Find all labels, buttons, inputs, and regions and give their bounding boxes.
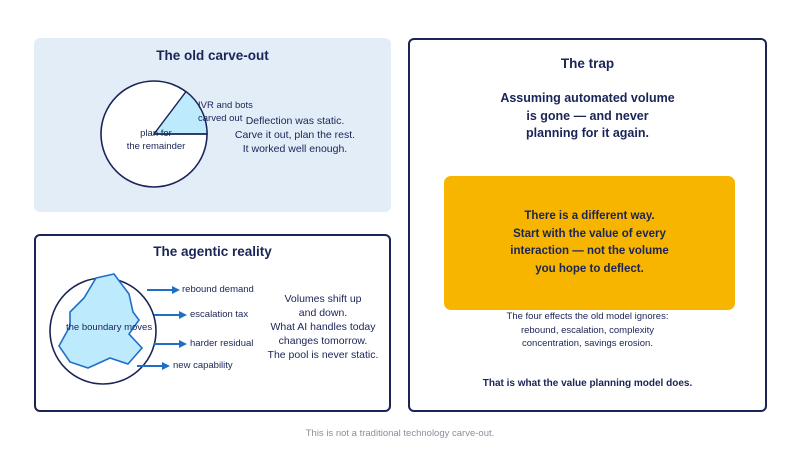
arrow-label-harder-residual: harder residual [190, 338, 254, 349]
effects-line-2: rebound, escalation, complexity [520, 324, 655, 336]
moving-boundary-blob [58, 273, 144, 369]
arrow-label-new-capability: new capability [173, 360, 233, 371]
agentic-body-line-1: Volumes shift up [284, 293, 362, 305]
blob-label: the boundary moves [66, 322, 153, 333]
callout-line-4: you hope to deflect. [535, 262, 644, 275]
closing-statement: That is what the value planning model do… [482, 378, 693, 389]
remainder-label-line-1: plan for [140, 128, 172, 139]
agentic-body-line-3: What AI handles today [270, 321, 376, 333]
slice-label: IVR and bots carved out [198, 100, 253, 125]
trap-panel: The trap Assuming automated volume is go… [408, 38, 767, 412]
different-way-callout: There is a different way. Start with the… [444, 176, 735, 310]
agentic-body: Volumes shift up and down. What AI handl… [258, 292, 388, 362]
effects-line-3: concentration, savings erosion. [522, 338, 653, 349]
callout-line-3: interaction — not the volume [510, 245, 669, 257]
pie-slice-carved-out [152, 90, 208, 135]
old-body-line-2: Carve it out, plan the rest. [234, 129, 356, 141]
slice-label-line-1: IVR and bots [198, 100, 253, 111]
trap-title: The trap [560, 56, 615, 71]
carveout-pie-diagram [100, 80, 208, 188]
trap-headline-line-1: Assuming automated volume [500, 91, 675, 105]
trap-headline-line-3: planning for it again. [526, 126, 649, 140]
slice-label-line-2: carved out [198, 112, 243, 124]
remainder-label: plan for the remainder [102, 128, 210, 153]
arrow-label-rebound-demand: rebound demand [182, 284, 254, 295]
agentic-reality-panel: The agentic reality the boundary moves r… [34, 234, 391, 412]
arrow-label-escalation-tax: escalation tax [190, 309, 249, 320]
old-carveout-body: Deflection was static. Carve it out, pla… [220, 114, 370, 156]
old-carveout-panel: The old carve-out IVR and bots carved ou… [34, 38, 391, 212]
four-effects-text: The four effects the old model ignores: … [410, 310, 765, 351]
old-body-line-3: It worked well enough. [242, 143, 348, 155]
callout-line-1: There is a different way. [524, 210, 655, 222]
agentic-body-line-2: and down. [298, 307, 348, 319]
effects-line-1: The four effects the old model ignores: [506, 311, 669, 322]
remainder-label-line-2: the remainder [126, 140, 186, 152]
agentic-body-line-5: The pool is never static. [267, 349, 379, 361]
callout-line-2: Start with the value of every [513, 227, 666, 240]
agentic-body-line-4: changes tomorrow. [278, 335, 368, 347]
trap-headline: Assuming automated volume is gone — and … [410, 90, 765, 143]
old-carveout-title: The old carve-out [156, 48, 269, 63]
boundary-diagram [49, 273, 187, 385]
old-body-line-1: Deflection was static. [245, 115, 345, 127]
footer-note: This is not a traditional technology car… [305, 428, 495, 439]
agentic-reality-title: The agentic reality [153, 244, 272, 259]
trap-headline-line-2: is gone — and never [526, 108, 649, 123]
